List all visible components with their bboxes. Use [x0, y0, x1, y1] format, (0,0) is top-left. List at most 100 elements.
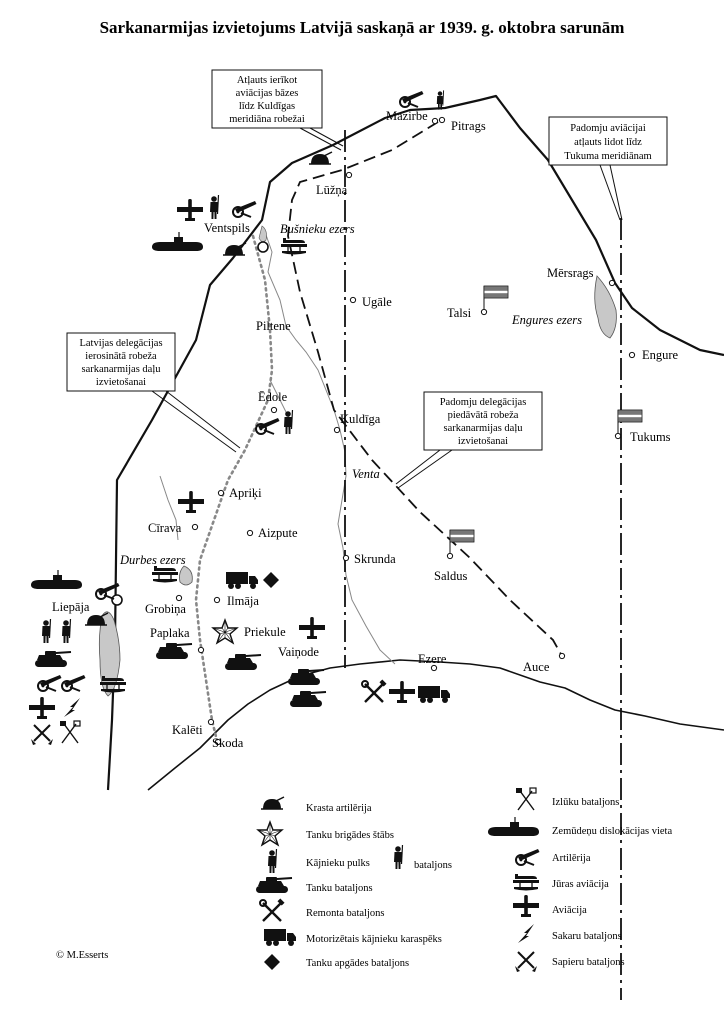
- land-border: [147, 659, 724, 791]
- tank-icon: [255, 876, 293, 894]
- lake-engures: [594, 275, 617, 339]
- svg-text:Motorizētais kājnieku karaspēk: Motorizētais kājnieku karaspēks: [306, 934, 442, 945]
- svg-text:Durbes ezers: Durbes ezers: [119, 553, 186, 567]
- aircraft-icon: [29, 697, 55, 719]
- svg-text:bataljons: bataljons: [414, 860, 452, 871]
- svg-text:Venta: Venta: [352, 467, 380, 481]
- signal-bolt-icon: [518, 924, 534, 943]
- svg-text:Atļauts ierīkot: Atļauts ierīkot: [237, 75, 297, 86]
- submarine-icon: [30, 569, 83, 590]
- svg-text:sarkanarmijas daļu: sarkanarmijas daļu: [443, 423, 523, 434]
- svg-text:Tanku bataljons: Tanku bataljons: [306, 883, 373, 894]
- soldier-icon: [436, 89, 445, 111]
- svg-text:Kuldīga: Kuldīga: [340, 412, 381, 426]
- aircraft-icon: [299, 617, 325, 639]
- callout-soviet-flight: Padomju aviācijai atļauts lidot līdz Tuk…: [548, 116, 668, 221]
- svg-text:Skoda: Skoda: [212, 736, 244, 750]
- signal-bolt-icon: [64, 698, 80, 717]
- star-icon: [212, 619, 238, 644]
- svg-text:Piltene: Piltene: [256, 319, 291, 333]
- bunker-icon: [260, 796, 285, 810]
- legend-left: Krasta artilērija Tanku brigādes štābs K…: [255, 796, 452, 970]
- town-markers: [111, 116, 636, 746]
- map-title: Sarkanarmijas izvietojums Latvijā saskaņ…: [100, 18, 625, 38]
- seaplane-icon: [151, 565, 179, 584]
- svg-text:izvietošanai: izvietošanai: [458, 436, 508, 447]
- seaplane-icon: [280, 237, 308, 256]
- recon-flags-icon: [59, 720, 81, 744]
- truck-icon: [418, 686, 450, 703]
- seaplane-icon: [512, 873, 540, 892]
- cannon-icon: [399, 90, 425, 108]
- svg-text:Ēdole: Ēdole: [258, 390, 288, 404]
- svg-text:Grobiņa: Grobiņa: [145, 602, 186, 616]
- svg-text:Kalēti: Kalēti: [172, 723, 203, 737]
- soldier-icon: [393, 844, 404, 870]
- svg-text:Padomju delegācijas: Padomju delegācijas: [440, 397, 527, 408]
- copyright: © M.Esserts: [56, 950, 108, 961]
- svg-text:izvietošanai: izvietošanai: [96, 377, 146, 388]
- svg-text:Aviācija: Aviācija: [552, 905, 587, 916]
- svg-text:Mērsrags: Mērsrags: [547, 266, 594, 280]
- svg-text:Pitrags: Pitrags: [451, 119, 486, 133]
- aircraft-icon: [513, 895, 539, 917]
- callout-soviet-line: Padomju delegācijas piedāvātā robeža sar…: [395, 391, 543, 489]
- svg-text:ierosinātā robeža: ierosinātā robeža: [85, 351, 157, 362]
- svg-text:Engure: Engure: [642, 348, 679, 362]
- tank-icon: [224, 653, 262, 671]
- recon-flags-icon: [515, 787, 537, 811]
- svg-text:Paplaka: Paplaka: [150, 626, 190, 640]
- submarine-icon: [487, 816, 540, 837]
- cannon-icon: [515, 848, 541, 866]
- svg-text:Sakaru bataljons: Sakaru bataljons: [552, 931, 622, 942]
- svg-text:Zemūdeņu dislokācijas vieta: Zemūdeņu dislokācijas vieta: [552, 826, 672, 837]
- lake-durbes: [179, 565, 193, 586]
- star-icon: [257, 821, 283, 846]
- cannon-icon: [232, 200, 258, 218]
- soldier-icon: [41, 618, 52, 644]
- svg-text:Tanku brigādes štābs: Tanku brigādes štābs: [306, 830, 394, 841]
- svg-text:Ventspils: Ventspils: [204, 221, 250, 235]
- svg-text:Remonta bataljons: Remonta bataljons: [306, 908, 384, 919]
- lake-labels: Bušnieku ezers Engures ezers Durbes ezer…: [119, 222, 582, 567]
- svg-text:atļauts lidot līdz: atļauts lidot līdz: [574, 137, 642, 148]
- tank-icon: [289, 690, 327, 708]
- soldier-icon: [283, 409, 294, 435]
- svg-text:Jūras aviācija: Jūras aviācija: [552, 879, 609, 890]
- diamond-icon: [263, 572, 279, 588]
- svg-text:Artilērija: Artilērija: [552, 853, 591, 864]
- svg-text:Lūžņa: Lūžņa: [316, 183, 348, 197]
- soldier-icon: [209, 194, 220, 220]
- military-symbols: [29, 89, 450, 746]
- svg-text:Mazirbe: Mazirbe: [386, 109, 428, 123]
- svg-text:Tanku apgādes bataljons: Tanku apgādes bataljons: [306, 958, 409, 969]
- svg-text:Ezere: Ezere: [418, 652, 447, 666]
- svg-text:Sapieru bataljons: Sapieru bataljons: [552, 957, 625, 968]
- aircraft-icon: [177, 199, 203, 221]
- svg-text:Vaiņode: Vaiņode: [278, 645, 319, 659]
- crossed-tools-icon: [360, 678, 388, 704]
- sapper-icon: [514, 951, 538, 973]
- svg-text:Ilmāja: Ilmāja: [227, 594, 259, 608]
- svg-text:Aizpute: Aizpute: [258, 526, 298, 540]
- svg-text:Kājnieku pulks: Kājnieku pulks: [306, 858, 370, 869]
- latvian-proposed-line: [194, 234, 274, 747]
- svg-text:Krasta artilērija: Krasta artilērija: [306, 803, 372, 814]
- truck-icon: [226, 572, 258, 589]
- svg-text:Latvijas delegācijas: Latvijas delegācijas: [79, 338, 162, 349]
- sapper-icon: [30, 724, 54, 746]
- coastline: [106, 94, 724, 791]
- diamond-icon: [264, 954, 280, 970]
- svg-text:Padomju aviācijai: Padomju aviācijai: [570, 123, 646, 134]
- aircraft-icon: [389, 681, 415, 703]
- place-labels: Mazirbe Pitrags Lūžņa Ventspils Ugāle Ta…: [52, 109, 679, 750]
- callout-air-bases: Atļauts ierīkot aviācijas bāzes līdz Kul…: [211, 69, 344, 151]
- svg-text:Auce: Auce: [523, 660, 550, 674]
- svg-text:Talsi: Talsi: [447, 306, 472, 320]
- soviet-proposed-line: [287, 121, 563, 657]
- svg-text:Cīrava: Cīrava: [148, 521, 182, 535]
- seaplane-icon: [99, 675, 127, 694]
- truck-icon: [264, 929, 296, 946]
- bunker-icon: [222, 242, 247, 256]
- svg-text:Izlūku bataljons: Izlūku bataljons: [552, 797, 619, 808]
